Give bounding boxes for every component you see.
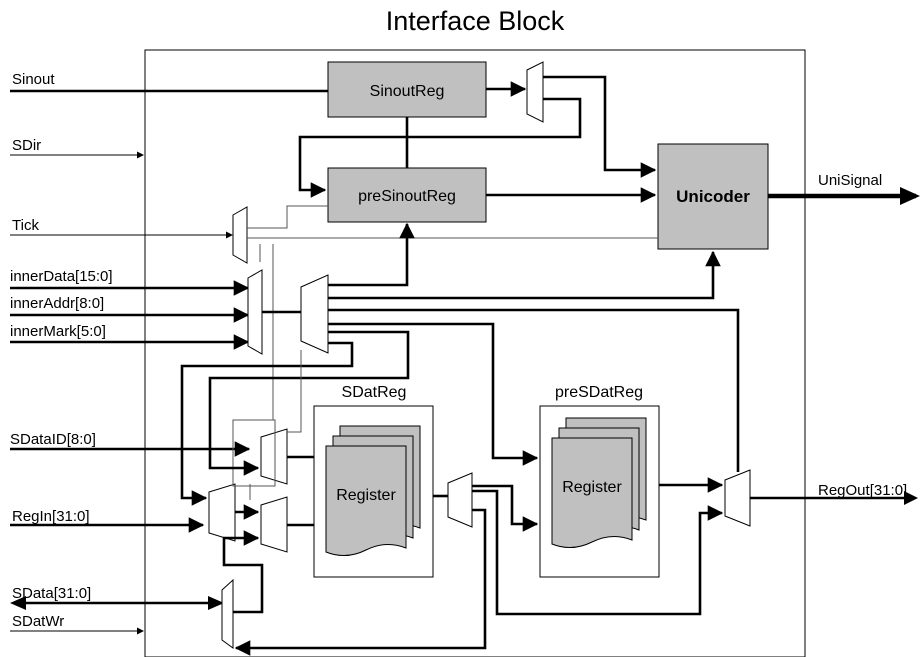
wire-central-ctrl: [287, 350, 302, 433]
mux-sdata-id: [260, 428, 288, 485]
label-inner-data: innerData[15:0]: [10, 268, 113, 285]
wire-mux-to-unicoder-a: [543, 75, 657, 178]
mux-central: [300, 274, 329, 354]
wire-feedback-pre-sinout: [298, 97, 582, 198]
mux-sdat-output: [447, 472, 473, 528]
label-sdir: SDir: [12, 137, 41, 154]
label-reg-out: RegOut[31:0]: [818, 482, 907, 499]
register-b-label: Register: [562, 479, 622, 496]
reg-out-arrow-icon: [904, 491, 918, 505]
register-a-label: Register: [336, 487, 396, 504]
unicoder-block: [657, 143, 769, 250]
label-sinout: Sinout: [12, 71, 55, 88]
wire-central-to-pre-sdat: [328, 322, 539, 466]
mux-tick: [232, 206, 248, 264]
label-tick: Tick: [12, 217, 39, 234]
sdata-right-arrow-icon: [208, 596, 224, 610]
pre-sinout-reg-label: preSinoutReg: [358, 188, 456, 205]
wire-sdat-mux-to-regout: [472, 489, 724, 616]
wire-sdat-mux-to-pre-sdat: [472, 484, 539, 532]
label-inner-addr: innerAddr[8:0]: [10, 295, 104, 312]
wire-sdat-mux-to-sdata: [234, 508, 487, 656]
wire-central-to-pre-sinout: [328, 222, 415, 287]
wire-central-to-regin-mux: [180, 341, 354, 506]
unicoder-label: Unicoder: [676, 187, 750, 206]
wire-sdata-to-sdat-mux: [222, 530, 264, 614]
label-sdata-id: SDataID[8:0]: [10, 431, 96, 448]
interface-block-boundary: [144, 49, 806, 657]
wire-tick-to-pre: [247, 205, 328, 229]
mux-sinout-out: [526, 61, 544, 123]
uni-signal-arrow-icon: [900, 187, 920, 205]
sdata-left-arrow-icon: [10, 596, 26, 610]
register-b-page-1: [551, 437, 633, 548]
label-sdat-wr: SDatWr: [12, 613, 64, 630]
mux-reg-out: [724, 469, 751, 527]
wire-central-to-unicoder: [328, 250, 721, 300]
label-reg-in: RegIn[31:0]: [12, 508, 90, 525]
mux-inner-select: [247, 269, 263, 355]
label-inner-mark: innerMark[5:0]: [10, 323, 106, 340]
wire-central-to-regout: [328, 308, 740, 472]
mux-sdat-input: [260, 496, 288, 553]
sinout-reg-label: SinoutReg: [370, 83, 445, 100]
mux-reg-in: [208, 483, 236, 542]
pre-sdat-reg-label: preSDatReg: [555, 384, 643, 401]
sdat-reg-label: SDatReg: [342, 384, 407, 401]
wire-central-to-sdata-id-mux: [208, 330, 410, 476]
sdata-id-control-box: [232, 419, 276, 487]
mux-sdata-tristate: [221, 578, 234, 649]
diagram-title: Interface Block: [386, 6, 565, 36]
label-sdata: SData[31:0]: [12, 585, 91, 602]
label-uni-signal: UniSignal: [818, 172, 882, 189]
register-a-page-1: [325, 445, 407, 556]
